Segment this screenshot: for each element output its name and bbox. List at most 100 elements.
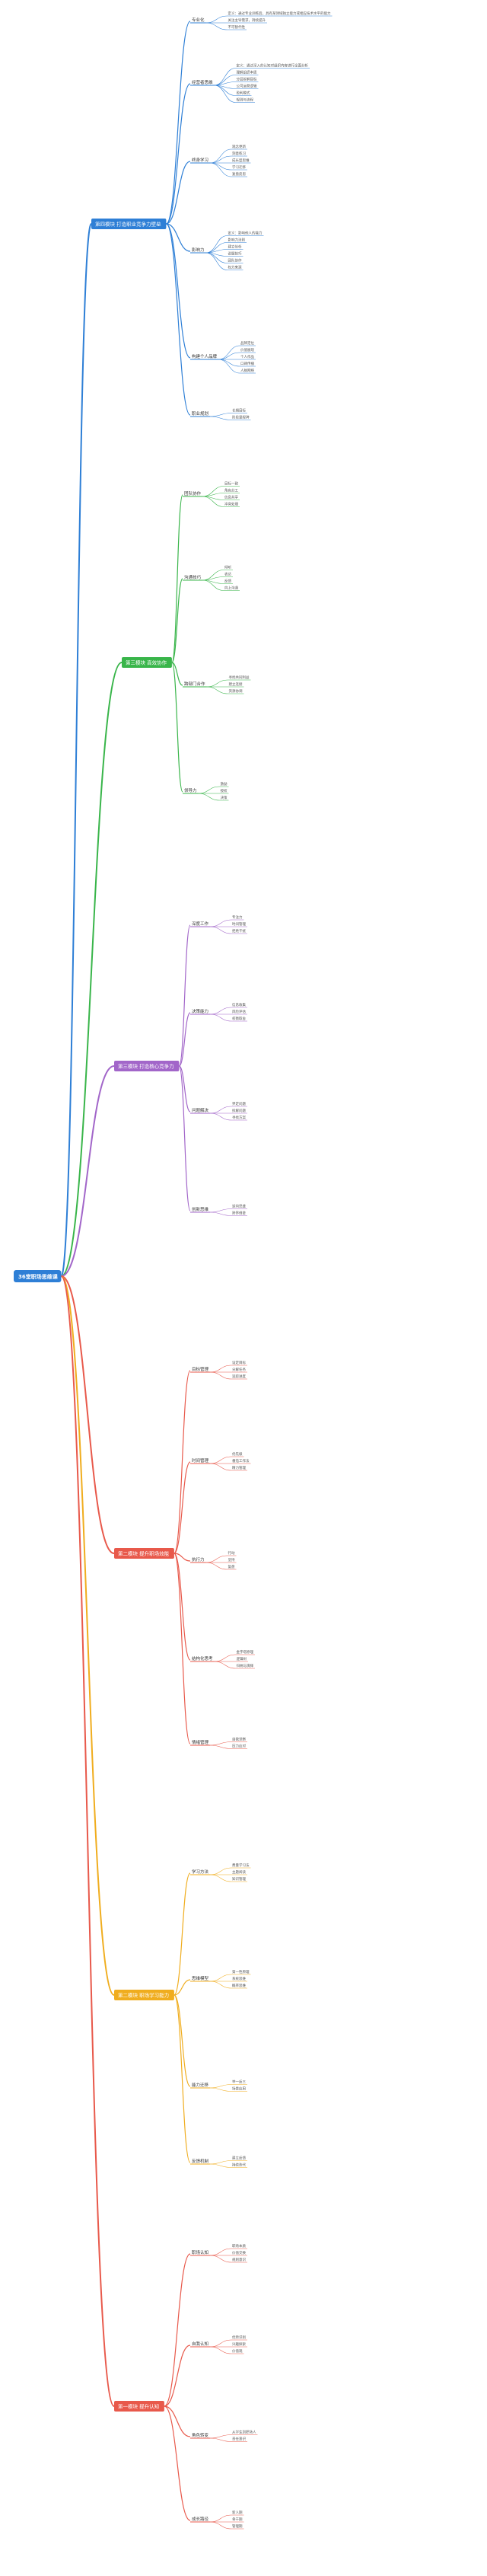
branch-node[interactable]	[91, 219, 167, 229]
sub-node-label[interactable]: 深度工作	[192, 921, 209, 927]
sub-connector	[166, 161, 191, 225]
leaf-connector	[209, 2339, 232, 2348]
leaf-connector	[205, 235, 228, 254]
leaf-connector	[209, 1874, 232, 1882]
leaf-connector	[205, 22, 228, 30]
sub-connector	[173, 1553, 191, 1744]
sub-node-label[interactable]: 团队协作	[184, 490, 202, 496]
leaf-node-label: 信息共享	[224, 495, 238, 500]
sub-node-label[interactable]: 专业化	[192, 17, 205, 23]
sub-connector	[178, 1012, 191, 1067]
leaf-node-label: 界定问题	[232, 1101, 246, 1106]
leaf-node-label: 责任意识	[232, 2437, 246, 2442]
branch-node-label: 第三模块 高效协作	[126, 659, 167, 666]
leaf-node-label: 长期目标	[232, 408, 246, 413]
sub-node-label[interactable]: 构建个人品牌	[192, 353, 218, 359]
leaf-connector	[209, 919, 232, 927]
sub-node-label[interactable]: 思维模型	[192, 1975, 209, 1981]
leaf-connector	[209, 162, 232, 171]
leaf-connector	[209, 2087, 232, 2092]
leaf-node-label: 金字塔原理	[237, 1649, 254, 1655]
leaf-node-label: 权力来源	[228, 265, 242, 270]
sub-node-label[interactable]: 创新思维	[192, 1206, 209, 1212]
branch-node[interactable]	[114, 2401, 164, 2412]
leaf-node-label: 跨界借鉴	[232, 1211, 246, 1216]
leaf-connector	[209, 1208, 232, 1213]
leaf-connector	[202, 579, 224, 591]
leaf-connector	[209, 1365, 232, 1373]
branch-node[interactable]	[114, 1990, 174, 2000]
leaf-node-label: 口碑传播	[240, 361, 254, 366]
leaf-node-label: 影响力法则	[228, 238, 246, 243]
leaf-node-label: 优先级	[232, 1451, 243, 1457]
sub-connector	[171, 662, 183, 686]
leaf-node-label: 归纳与演绎	[237, 1663, 254, 1668]
branch-node[interactable]	[114, 1548, 174, 1559]
leaf-connector	[209, 155, 232, 164]
leaf-node-label: 倾听	[224, 565, 231, 570]
leaf-node-label: 时间管理	[232, 921, 246, 927]
leaf-connector	[209, 1456, 232, 1464]
sub-node-label[interactable]: 成长路径	[192, 2516, 209, 2522]
branch-connector	[61, 1275, 115, 1554]
sub-connector	[173, 1979, 191, 1996]
leaf-node-label: 向上沟通	[224, 586, 238, 591]
leaf-connector	[209, 162, 232, 177]
leaf-connector	[209, 1867, 232, 1875]
leaf-connector	[209, 2255, 232, 2263]
sub-node-label[interactable]: 学习方法	[192, 1869, 209, 1875]
leaf-node-label: 定义：影响他人的能力	[228, 231, 263, 236]
sub-node-label[interactable]: 经营者思维	[192, 79, 213, 85]
leaf-node-label: 第一性原理	[232, 1969, 250, 1974]
sub-node-label[interactable]: 跨部门合作	[184, 681, 205, 687]
sub-node-label[interactable]: 目标管理	[192, 1366, 209, 1372]
leaf-node-label: 概率思维	[232, 1983, 246, 1988]
sub-node-label[interactable]: 沟通技巧	[184, 574, 202, 580]
branch-node[interactable]	[122, 657, 172, 668]
branch-node-label: 第二模块 提升职场效能	[118, 1550, 170, 1557]
leaf-node-label: 资源协调	[229, 688, 243, 694]
leaf-node-label: 说服技巧	[228, 251, 242, 257]
leaf-connector	[214, 68, 236, 86]
leaf-connector	[202, 496, 224, 507]
sub-node-label[interactable]: 决策能力	[192, 1008, 208, 1014]
sub-node-label[interactable]: 职场认知	[192, 2249, 208, 2255]
sub-node-label[interactable]: 结构化思考	[192, 1655, 213, 1661]
leaf-node-label: 品牌定位	[240, 340, 254, 346]
sub-node-label[interactable]: 问题解决	[192, 1107, 209, 1113]
leaf-node-label: 寻找共同利益	[229, 675, 250, 680]
sub-connector	[178, 924, 191, 1067]
sub-connector	[165, 83, 191, 225]
leaf-node-label: 激励	[221, 781, 228, 787]
sub-node-label[interactable]: 自我认知	[192, 2341, 208, 2347]
sub-connector	[173, 1553, 191, 1661]
sub-node-label[interactable]: 角色转变	[192, 2432, 209, 2438]
root-node[interactable]	[14, 1270, 62, 1282]
leaf-node-label: 逆向思维	[232, 1204, 246, 1209]
leaf-connector	[206, 686, 228, 694]
sub-node-label[interactable]: 能力迁移	[192, 2082, 209, 2088]
sub-connector	[173, 1994, 191, 2163]
leaf-node-label: 公司运营逻辑	[237, 84, 257, 89]
leaf-connector	[198, 793, 220, 801]
leaf-connector	[206, 679, 228, 688]
sub-node-label[interactable]: 情绪管理	[192, 1739, 209, 1745]
branch-node[interactable]	[114, 1061, 180, 1071]
leaf-connector	[209, 1371, 232, 1380]
sub-node-label[interactable]: 影响力	[192, 247, 205, 253]
leaf-connector	[209, 2346, 232, 2354]
leaf-connector	[209, 1981, 232, 1989]
sub-node-label[interactable]: 反馈机制	[192, 2158, 209, 2164]
leaf-node-label: 举一反三	[232, 2080, 246, 2085]
sub-node-label[interactable]: 时间管理	[192, 1457, 209, 1464]
leaf-connector	[209, 1007, 232, 1015]
sub-node-label[interactable]: 执行力	[192, 1556, 205, 1563]
leaf-connector	[209, 2084, 232, 2089]
sub-node-label[interactable]: 终身学习	[192, 157, 208, 163]
sub-node-label[interactable]: 职业规划	[192, 410, 208, 417]
leaf-node-label: 建立反馈	[232, 2156, 246, 2161]
leaf-node-label: 知识管理	[232, 1876, 246, 1882]
sub-node-label[interactable]: 领导力	[184, 787, 197, 793]
sub-connector	[164, 2253, 191, 2407]
